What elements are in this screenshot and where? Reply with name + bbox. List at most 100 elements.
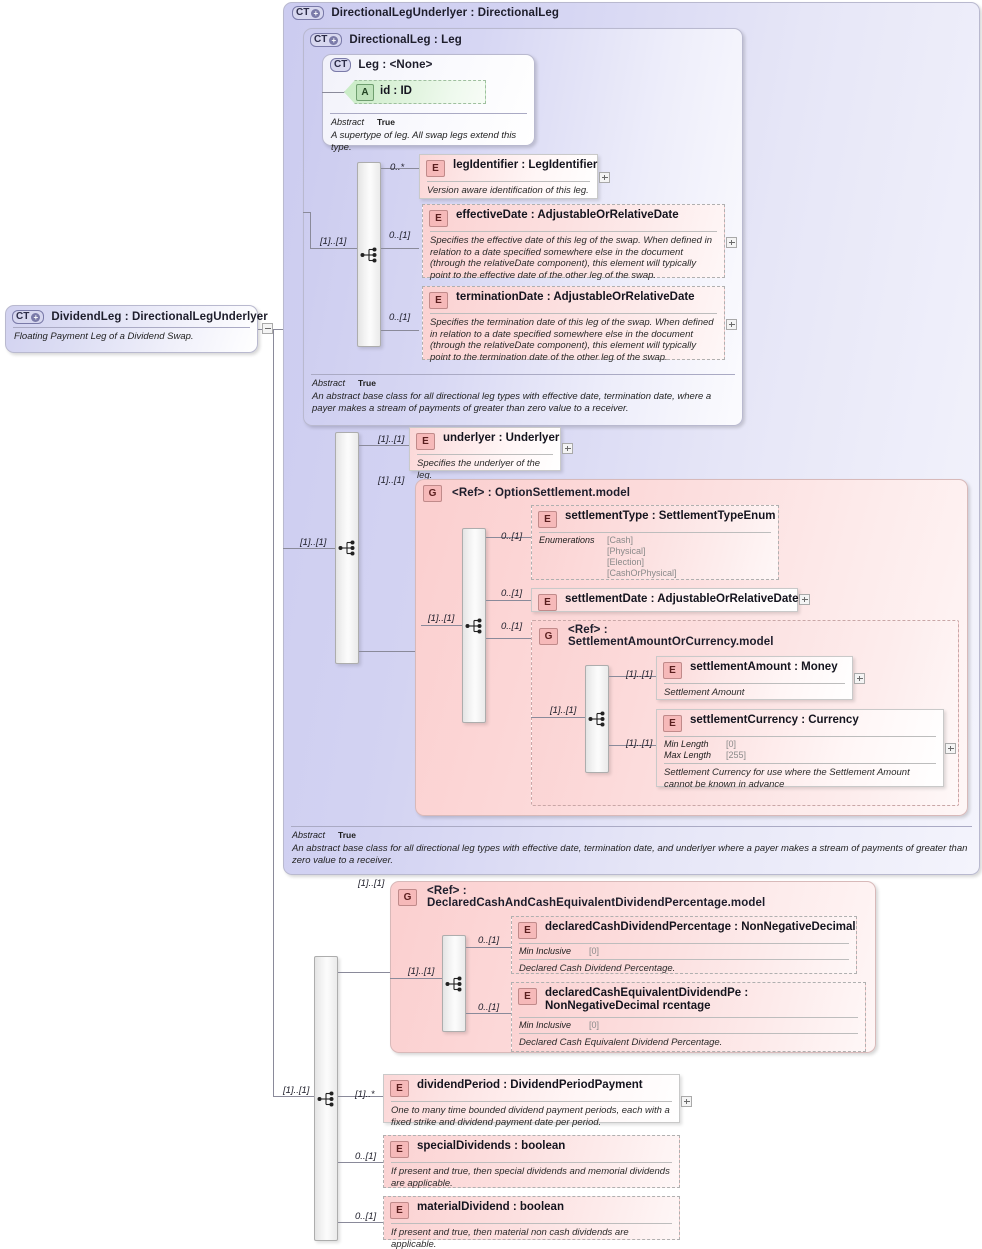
group-optionsettlement-title: <Ref> : OptionSettlement.model <box>452 487 631 499</box>
expand-legidentifier-toggle[interactable] <box>599 172 610 183</box>
element-icon: E <box>426 160 445 177</box>
element-specialdividends-title: specialDividends : boolean <box>417 1140 566 1152</box>
cardinality-legidentifier: 0..* <box>390 162 405 173</box>
connector <box>338 1222 383 1223</box>
compositor-sequence-settlementamount[interactable] <box>585 665 609 773</box>
element-terminationdate[interactable]: E terminationDate : AdjustableOrRelative… <box>422 286 725 363</box>
compositor-sequence-optionsettlement[interactable] <box>462 528 486 723</box>
sequence-icon <box>445 976 462 991</box>
element-underlyer[interactable]: E underlyer : Underlyer Specifies the un… <box>409 427 561 481</box>
group-icon: G <box>423 485 442 502</box>
compositor-sequence-dividend[interactable] <box>314 956 338 1241</box>
expand-settlementcurrency-toggle[interactable] <box>945 743 956 754</box>
attribute-id[interactable]: A id : ID <box>344 80 486 104</box>
sequence-icon <box>338 540 355 556</box>
complextype-leg-title: Leg : <None> <box>358 59 433 71</box>
connector <box>466 1013 511 1014</box>
abstract-label: Abstract <box>331 117 365 127</box>
connector <box>486 638 531 639</box>
min-length-value: [0] <box>726 739 737 749</box>
element-icon: E <box>663 662 682 679</box>
connector <box>338 972 390 973</box>
cardinality-optionsettlementsequence: [1]..[1] <box>428 613 455 624</box>
complextype-directionalleg-header: CT+ DirectionalLeg : Leg <box>310 33 462 47</box>
expand-effectivedate-toggle[interactable] <box>726 237 737 248</box>
cardinality-settlementdate: 0..[1] <box>501 588 523 599</box>
element-icon: E <box>518 988 537 1005</box>
element-settlementdate[interactable]: E settlementDate : AdjustableOrRelativeD… <box>531 588 798 612</box>
compositor-sequence-directionalleg[interactable] <box>357 162 381 347</box>
element-icon: E <box>390 1080 409 1097</box>
cardinality-settlementamountorcurrency: 0..[1] <box>501 621 523 632</box>
cardinality-settlementamountsequence: [1]..[1] <box>550 705 577 716</box>
connector <box>486 600 531 601</box>
element-settlementcurrency[interactable]: E settlementCurrency : Currency Min Leng… <box>656 709 944 790</box>
element-declaredcashequivalentdividendpercentage[interactable]: E declaredCashEquivalentDividendPe : Non… <box>511 982 866 1052</box>
complextype-icon: CT+ <box>12 310 45 324</box>
element-specialdividends[interactable]: E specialDividends : boolean If present … <box>383 1135 680 1189</box>
cardinality-dividendperiod: [1]..* <box>355 1089 375 1100</box>
element-materialdividend[interactable]: E materialDividend : boolean If present … <box>383 1196 680 1249</box>
element-declaredcashdividendpercentage-description: Declared Cash Dividend Percentage. <box>519 963 676 974</box>
element-specialdividends-description: If present and true, then special divide… <box>391 1166 670 1189</box>
root-dividendleg-description: Floating Payment Leg of a Dividend Swap. <box>14 331 194 342</box>
connector <box>285 1096 314 1097</box>
max-length-value: [255] <box>726 750 747 760</box>
complextype-directionalleg-title: DirectionalLeg : Leg <box>349 34 462 46</box>
cardinality-declaredsequence: [1]..[1] <box>408 966 435 977</box>
element-declaredcashdividendpercentage[interactable]: E declaredCashDividendPercentage : NonNe… <box>511 916 857 974</box>
sequence-icon <box>317 1091 334 1106</box>
compositor-sequence-underlyer[interactable] <box>335 432 359 664</box>
cardinality-optionsettlement: [1]..[1] <box>378 475 405 486</box>
collapse-root-toggle[interactable] <box>262 323 273 334</box>
expand-underlyer-toggle[interactable] <box>562 443 573 454</box>
group-icon: G <box>398 889 417 906</box>
expand-terminationdate-toggle[interactable] <box>726 319 737 330</box>
element-materialdividend-title: materialDividend : boolean <box>417 1201 564 1213</box>
cardinality-underlyer: [1]..[1] <box>378 434 405 445</box>
min-inclusive-value: [0] <box>589 1020 600 1030</box>
compositor-sequence-declaredcash[interactable] <box>442 935 466 1032</box>
group-declaredcash-header: G <Ref> : DeclaredCashAndCashEquivalentD… <box>398 885 765 909</box>
element-declaredcashequivalentdividendpercentage-title: declaredCashEquivalentDividendPe : NonNe… <box>545 987 749 1012</box>
root-complextype-dividendleg[interactable] <box>5 305 258 353</box>
cardinality-dividendsequence: [1]..[1] <box>283 1085 310 1096</box>
cardinality-declaredcash-group: [1]..[1] <box>358 878 385 889</box>
cardinality-settlementcurrency: [1]..[1] <box>626 738 653 749</box>
complextype-leg-description: A supertype of leg. All swap legs extend… <box>331 130 517 153</box>
expand-settlementdate-toggle[interactable] <box>799 594 810 605</box>
complextype-icon: CT+ <box>292 6 325 20</box>
complextype-directionallegunderlyer-description: An abstract base class for all direction… <box>292 843 968 866</box>
element-declaredcashdividendpercentage-title: declaredCashDividendPercentage : NonNega… <box>545 921 856 933</box>
element-icon: E <box>663 715 682 732</box>
element-settlementtype[interactable]: E settlementType : SettlementTypeEnum En… <box>531 505 779 580</box>
connector <box>531 717 585 718</box>
attribute-id-title: id : ID <box>380 85 412 97</box>
element-settlementdate-title: settlementDate : AdjustableOrRelativeDat… <box>565 593 799 605</box>
expand-settlementamount-toggle[interactable] <box>854 673 865 684</box>
connector <box>310 248 357 249</box>
cardinality-settlementtype: 0..[1] <box>501 531 523 542</box>
complextype-directionallegunderlyer-header: CT+ DirectionalLegUnderlyer : Directiona… <box>292 6 559 20</box>
element-icon: E <box>390 1202 409 1219</box>
element-dividendperiod[interactable]: E dividendPeriod : DividendPeriodPayment… <box>383 1074 680 1128</box>
connector <box>273 329 283 330</box>
element-legidentifier-description: Version aware identification of this leg… <box>427 185 589 196</box>
element-effectivedate[interactable]: E effectiveDate : AdjustableOrRelativeDa… <box>422 204 725 281</box>
expand-dividendperiod-toggle[interactable] <box>681 1096 692 1107</box>
element-settlementcurrency-title: settlementCurrency : Currency <box>690 714 859 726</box>
element-legidentifier-title: legIdentifier : LegIdentifier <box>453 159 598 171</box>
element-legidentifier[interactable]: E legIdentifier : LegIdentifier Version … <box>419 154 598 199</box>
connector <box>322 92 344 93</box>
element-effectivedate-description: Specifies the effective date of this leg… <box>430 235 713 281</box>
element-settlementtype-title: settlementType : SettlementTypeEnum <box>565 510 776 522</box>
element-settlementamount[interactable]: E settlementAmount : Money Settlement Am… <box>656 656 853 700</box>
complextype-leg-header: CT Leg : <None> <box>330 58 432 72</box>
connector <box>466 947 511 948</box>
attribute-icon: A <box>356 84 374 101</box>
element-icon: E <box>538 594 557 611</box>
element-declaredcashequivalentdividendpercentage-description: Declared Cash Equivalent Dividend Percen… <box>519 1037 723 1048</box>
cardinality-settlementamount: [1]..[1] <box>626 669 653 680</box>
cardinality-underlyersequence: [1]..[1] <box>300 537 327 548</box>
connector <box>338 1162 383 1163</box>
